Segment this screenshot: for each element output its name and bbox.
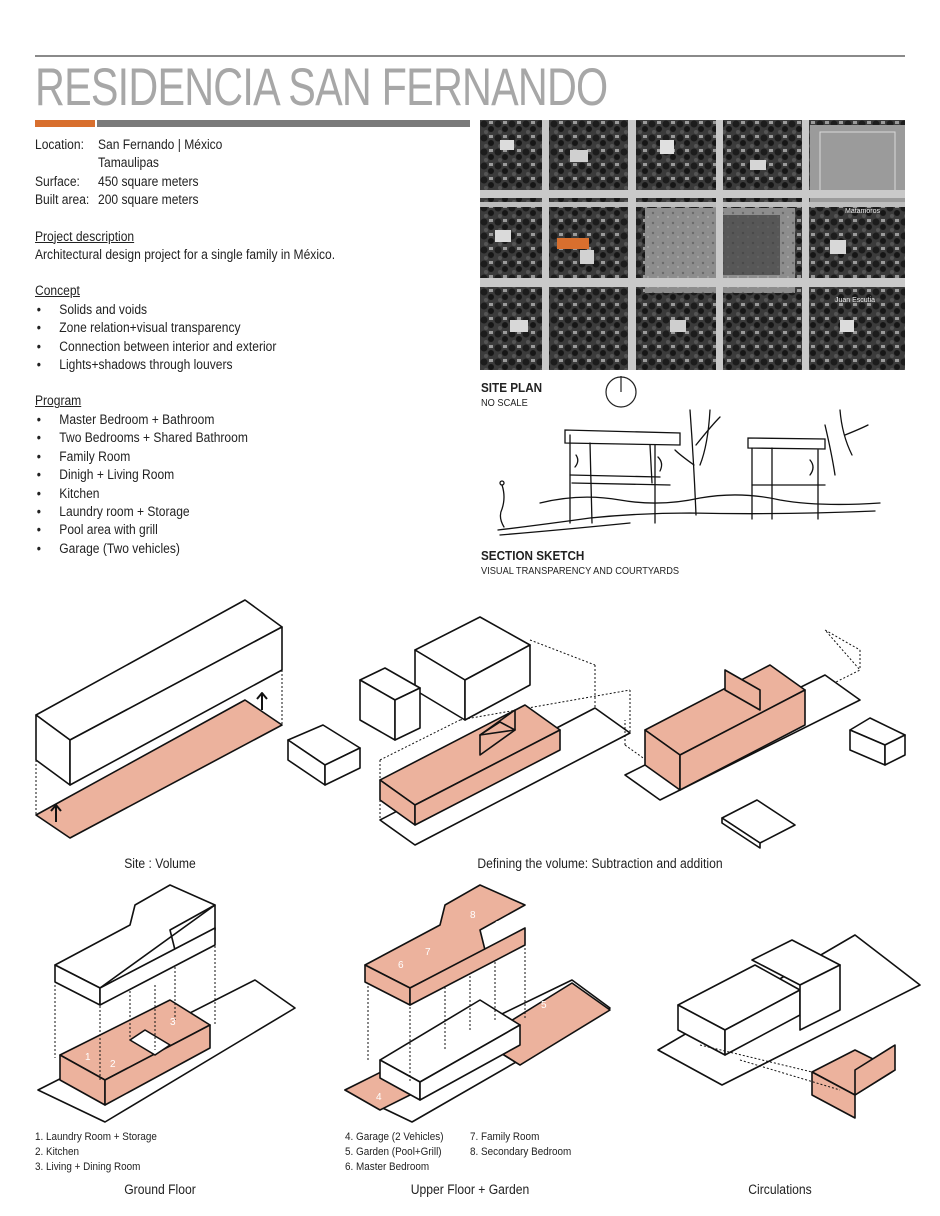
list-item: Dinigh + Living Room — [35, 466, 335, 485]
legend-item: 4. Garage (2 Vehicles) — [345, 1131, 444, 1143]
zone-number: 8 — [495, 920, 501, 931]
list-item: Connection between interior and exterior — [35, 338, 335, 357]
legend-item: 5. Garden (Pool+Grill) — [345, 1146, 442, 1158]
location-value: San Fernando | México — [98, 137, 223, 152]
label-site-volume: Site : Volume — [124, 856, 196, 871]
street-label-matamoros: Matamoros — [845, 208, 881, 215]
legend-upper-floor-1: 4. Garage (2 Vehicles) 5. Garden (Pool+G… — [345, 1130, 444, 1175]
legend-item: 3. Living + Dining Room — [35, 1161, 141, 1173]
location-value-2: Tamaulipas — [98, 155, 159, 171]
site-plan-image: Matamoros Juan Escutia — [480, 120, 905, 370]
list-item: Family Room — [35, 448, 335, 467]
zone-number: 4 — [376, 1092, 382, 1103]
legend-item: 1. Laundry Room + Storage — [35, 1131, 157, 1143]
ground-floor-diagram — [37, 884, 296, 1123]
zone-number: 2 — [110, 1059, 116, 1070]
zone-number: 6 — [398, 960, 404, 971]
legend-item: 6. Master Bedroom — [345, 1161, 430, 1173]
list-item: Two Bedrooms + Shared Bathroom — [35, 429, 335, 448]
legend-ground-floor: 1. Laundry Room + Storage 2. Kitchen 3. … — [35, 1130, 157, 1175]
concept-list: Solids and voids Zone relation+visual tr… — [35, 301, 335, 375]
zone-number: 1 — [85, 1052, 91, 1063]
title-underline-bar — [97, 120, 470, 127]
site-plan-aerial: Matamoros Juan Escutia — [480, 120, 905, 370]
list-item: Laundry room + Storage — [35, 503, 335, 522]
zone-number: 3 — [170, 1017, 176, 1028]
site-location-marker — [557, 238, 589, 249]
site-plan-title: SITE PLAN — [481, 380, 543, 395]
upper-floor-diagram — [344, 884, 611, 1123]
section-sketch-title: SECTION SKETCH — [481, 548, 585, 563]
label-ground-floor: Ground Floor — [124, 1182, 196, 1197]
massing-diagrams: 1 2 3 4 5 6 7 8 8 — [35, 599, 921, 1123]
zone-number: 7 — [425, 947, 431, 958]
accent-bar — [35, 120, 95, 127]
list-item: Kitchen — [35, 485, 335, 504]
site-plan-subtitle: NO SCALE — [481, 397, 528, 409]
program-list: Master Bedroom + Bathroom Two Bedrooms +… — [35, 411, 335, 559]
label-circulations: Circulations — [748, 1182, 812, 1197]
label-defining-volume: Defining the volume: Subtraction and add… — [477, 856, 723, 871]
section-sketch-subtitle: VISUAL TRANSPARENCY AND COURTYARDS — [481, 565, 680, 577]
list-item: Zone relation+visual transparency — [35, 319, 335, 338]
project-description-text: Architectural design project for a singl… — [35, 247, 336, 263]
built-area-value: 200 square meters — [98, 192, 199, 208]
project-description-heading: Project description — [35, 228, 135, 244]
built-area-label: Built area: — [35, 192, 90, 208]
list-item: Lights+shadows through louvers — [35, 356, 335, 375]
page-title: RESIDENCIA SAN FERNANDO — [35, 58, 608, 117]
street-label-juan-escutia: Juan Escutia — [835, 297, 875, 304]
project-info: Location: San Fernando | México Tamaulipa… — [35, 136, 336, 559]
zone-number: 5 — [541, 1000, 547, 1011]
defining-volume-diagram-1 — [287, 616, 631, 846]
circulations-diagram — [657, 934, 921, 1119]
north-arrow-icon — [605, 376, 637, 408]
zone-number: 8 — [470, 910, 476, 921]
surface-label: Surface: — [35, 173, 80, 189]
location-label: Location: — [35, 137, 84, 152]
list-item: Pool area with grill — [35, 521, 335, 540]
legend-item: 2. Kitchen — [35, 1146, 80, 1158]
concept-heading: Concept — [35, 283, 80, 299]
legend-item: 8. Secondary Bedroom — [470, 1146, 572, 1158]
program-heading: Program — [35, 393, 82, 409]
defining-volume-diagram-2 — [624, 629, 906, 849]
legend-item: 7. Family Room — [470, 1131, 540, 1143]
site-volume-diagram — [35, 599, 283, 839]
list-item: Garage (Two vehicles) — [35, 540, 335, 559]
surface-value: 450 square meters — [98, 173, 199, 189]
list-item: Master Bedroom + Bathroom — [35, 411, 335, 430]
section-sketch-drawing — [497, 409, 881, 536]
legend-upper-floor-2: 7. Family Room 8. Secondary Bedroom — [470, 1130, 571, 1160]
list-item: Solids and voids — [35, 301, 335, 320]
top-divider — [35, 55, 905, 57]
label-upper-floor: Upper Floor + Garden — [410, 1182, 530, 1197]
